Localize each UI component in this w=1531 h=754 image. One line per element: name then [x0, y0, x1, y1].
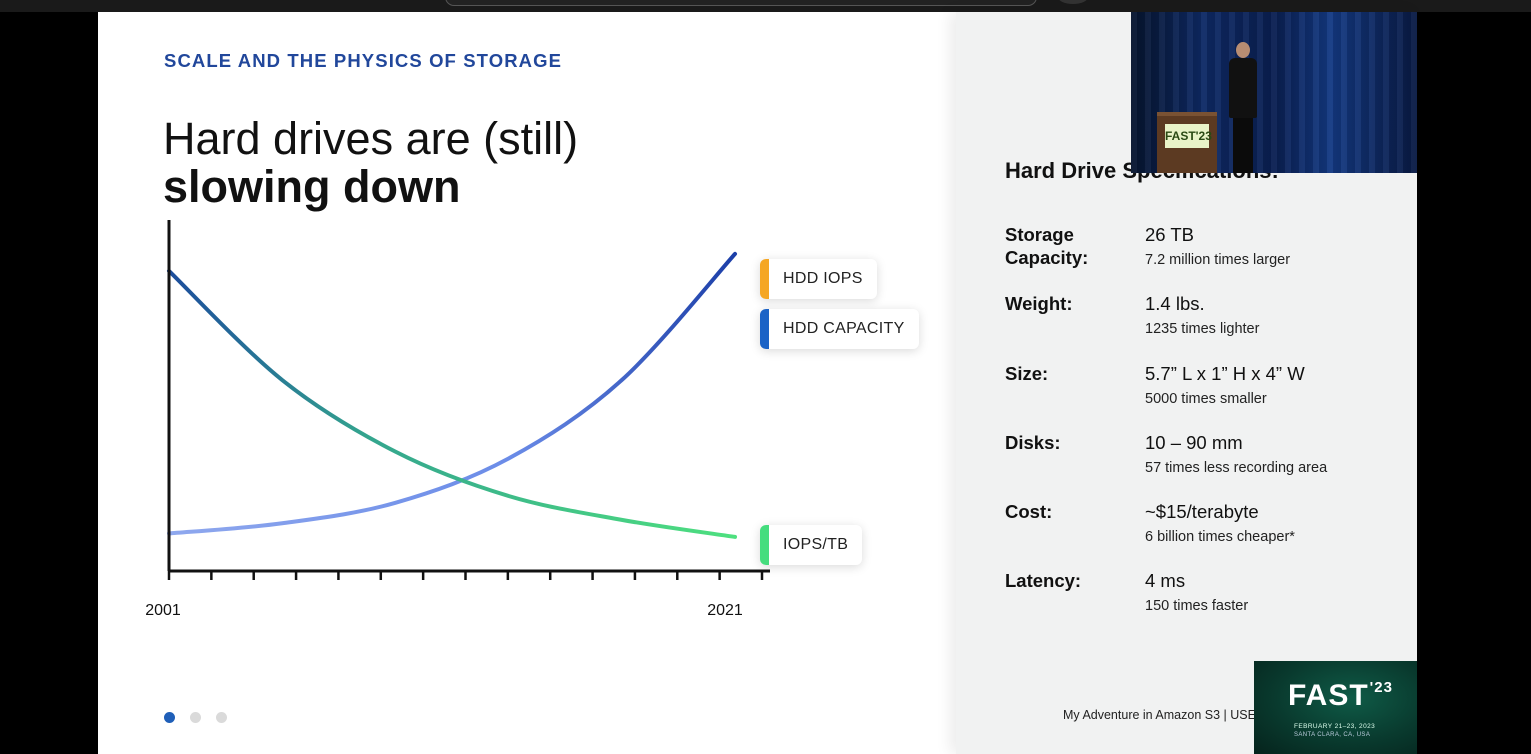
speaker-legs: [1233, 118, 1253, 173]
logo-mark: FAST'23: [1288, 679, 1393, 713]
browser-top-bar: [0, 0, 1531, 12]
line-chart: 2001 2021: [98, 220, 858, 635]
spec-label: Size:: [1005, 363, 1049, 384]
x-tick-label: 2001: [145, 602, 181, 619]
legend-label-hdd-iops: HDD IOPS: [783, 270, 863, 287]
spec-label: Disks:: [1005, 432, 1061, 453]
legend-label-iops-per-tb: IOPS/TB: [783, 536, 849, 553]
spec-comparison: 1235 times lighter: [1145, 321, 1260, 337]
chart-svg: 2001 2021: [145, 220, 770, 619]
page-dot-2[interactable]: [190, 712, 201, 723]
spec-comparison: 5000 times smaller: [1145, 391, 1267, 407]
slide-kicker: SCALE AND THE PHYSICS OF STORAGE: [164, 50, 563, 71]
spec-value: 4 ms: [1145, 570, 1186, 591]
speaker-head: [1236, 42, 1250, 58]
speaker-torso: [1229, 58, 1257, 118]
legend-label-hdd-capacity: HDD CAPACITY: [783, 320, 905, 337]
series-line-iops-per-tb: [167, 268, 737, 539]
address-bar[interactable]: [445, 0, 1037, 6]
page-dot-1[interactable]: [164, 712, 175, 723]
headline-line1: Hard drives are (still): [163, 113, 579, 164]
speaker-video-overlay[interactable]: FAST'23: [1131, 12, 1417, 173]
legend-iops-per-tb: IOPS/TB: [760, 525, 863, 565]
headline-line2: slowing down: [163, 161, 461, 212]
podium: FAST'23: [1157, 112, 1217, 173]
logo-year: '23: [1369, 679, 1393, 696]
spec-value: 10 – 90 mm: [1145, 432, 1243, 453]
logo-dates: FEBRUARY 21–23, 2023: [1294, 723, 1376, 730]
speaker: [1229, 42, 1257, 173]
spec-label: Latency:: [1005, 570, 1082, 591]
legend-swatch-iops-per-tb: [760, 525, 769, 565]
legend-hdd-capacity: HDD CAPACITY: [760, 309, 919, 349]
logo-location: SANTA CLARA, CA, USA: [1294, 732, 1371, 738]
profile-icon[interactable]: [1058, 0, 1088, 4]
podium-sign: FAST'23: [1165, 124, 1212, 148]
legend-hdd-iops: HDD IOPS: [760, 259, 877, 299]
legend-swatch-hdd-iops: [760, 259, 769, 299]
slide-pagination[interactable]: [164, 712, 227, 723]
spec-value: 1.4 lbs.: [1145, 293, 1205, 314]
series-line-hdd-capacity: [167, 251, 737, 536]
spec-label: Weight:: [1005, 293, 1073, 314]
legend-swatch-hdd-capacity: [760, 309, 769, 349]
spec-comparison: 57 times less recording area: [1145, 460, 1328, 476]
spec-comparison: 6 billion times cheaper*: [1145, 529, 1295, 545]
slide-footer: My Adventure in Amazon S3 | USE: [1063, 708, 1256, 722]
spec-value: ~$15/terabyte: [1145, 501, 1259, 522]
page-dot-3[interactable]: [216, 712, 227, 723]
spec-label: Storage Capacity:: [1005, 224, 1089, 268]
slide-headline: Hard drives are (still) slowing down: [163, 115, 578, 211]
spec-comparison: 7.2 million times larger: [1145, 252, 1291, 268]
logo-mark-text: FAST: [1288, 679, 1369, 712]
spec-label: Cost:: [1005, 501, 1053, 522]
spec-value: 5.7” L x 1” H x 4” W: [1145, 363, 1305, 384]
spec-comparison: 150 times faster: [1145, 598, 1249, 614]
x-tick-label: 2021: [707, 602, 743, 619]
fast23-logo: FAST'23 FEBRUARY 21–23, 2023 SANTA CLARA…: [1254, 661, 1417, 754]
spec-value: 26 TB: [1145, 224, 1195, 245]
